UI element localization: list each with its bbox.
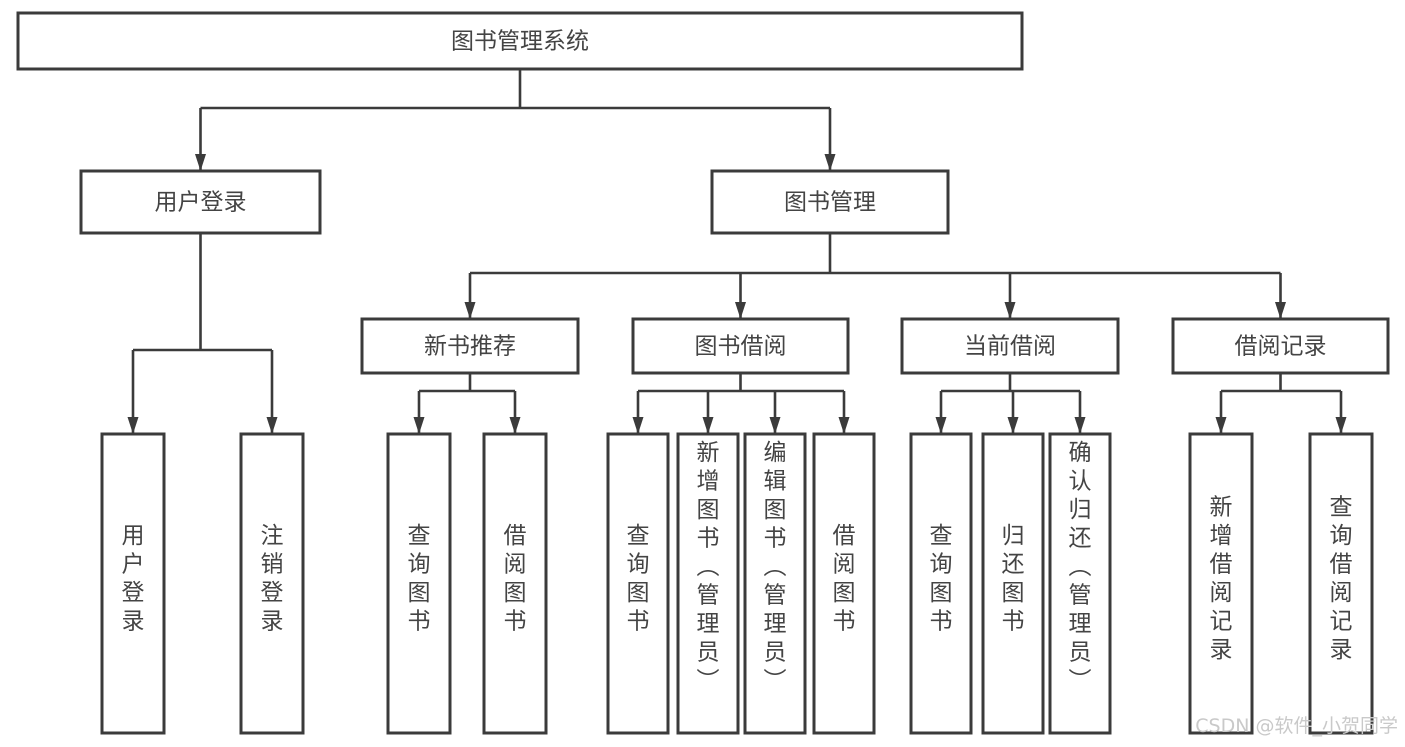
node-box-recommend-query-book	[386, 432, 452, 735]
node-layer: 图书管理系统用户登录用户登录注销登录图书管理新书推荐查询图书借阅图书图书借阅查询…	[16, 11, 1390, 735]
node-label-borrow-edit-book-admin: 编辑图书︵管理员︶	[764, 440, 787, 694]
node-label-current-return-book: 归还图书	[1002, 523, 1025, 635]
node-label-user-logout-action: 注销登录	[261, 523, 284, 635]
node-borrow-record[interactable]: 借阅记录	[1171, 317, 1390, 375]
node-box-book-management	[710, 169, 950, 235]
arrow-icon-user-login-action	[127, 417, 139, 434]
node-borrow-borrow-book[interactable]: 借阅图书	[812, 432, 876, 735]
node-box-user-logout-action	[239, 432, 305, 735]
node-new-book-recommend[interactable]: 新书推荐	[360, 317, 580, 375]
node-current-return-book[interactable]: 归还图书	[981, 432, 1045, 735]
node-box-user-login-action	[100, 432, 166, 735]
arrow-icon-current-query-book	[935, 417, 947, 434]
csdn-watermark: CSDN @软件_小贺同学	[1195, 715, 1398, 737]
arrow-icon-current-return-book	[1007, 417, 1019, 434]
node-book-borrow[interactable]: 图书借阅	[631, 317, 850, 375]
node-label-borrow-borrow-book: 借阅图书	[833, 523, 856, 635]
node-record-add-borrow-record[interactable]: 新增借阅记录	[1188, 432, 1254, 735]
node-box-user-login	[79, 169, 322, 235]
arrow-icon-borrow-record	[1275, 302, 1286, 319]
node-current-borrow[interactable]: 当前借阅	[900, 317, 1120, 375]
arrow-icon-borrow-edit-book-admin	[769, 417, 781, 434]
node-book-management[interactable]: 图书管理	[710, 169, 950, 235]
node-label-borrow-query-book: 查询图书	[627, 523, 650, 635]
node-box-record-query-borrow-record	[1308, 432, 1374, 735]
arrow-icon-user-logout-action	[266, 417, 278, 434]
node-box-book-borrow	[631, 317, 850, 375]
node-box-borrow-query-book	[606, 432, 670, 735]
node-box-borrow-add-book-admin	[676, 432, 740, 735]
node-borrow-edit-book-admin[interactable]: 编辑图书︵管理员︶	[743, 432, 807, 735]
node-label-user-login-action: 用户登录	[122, 523, 145, 635]
node-label-current-borrow: 当前借阅	[964, 334, 1056, 360]
node-label-current-confirm-return-admin: 确认归还︵管理员︶	[1069, 440, 1092, 694]
node-box-record-add-borrow-record	[1188, 432, 1254, 735]
arrow-icon-new-book-recommend	[464, 302, 476, 319]
node-label-recommend-borrow-book: 借阅图书	[504, 523, 527, 635]
arrow-icon-book-borrow	[735, 302, 746, 319]
node-current-query-book[interactable]: 查询图书	[909, 432, 973, 735]
node-box-root	[16, 11, 1024, 71]
node-recommend-query-book[interactable]: 查询图书	[386, 432, 452, 735]
arrow-icon-user-login	[195, 154, 206, 171]
node-label-recommend-query-book: 查询图书	[408, 523, 431, 635]
node-user-logout-action[interactable]: 注销登录	[239, 432, 305, 735]
arrow-icon-borrow-query-book	[632, 417, 644, 434]
arrow-icon-recommend-borrow-book	[509, 417, 521, 434]
node-box-borrow-record	[1171, 317, 1390, 375]
node-box-recommend-borrow-book	[482, 432, 548, 735]
arrow-icon-record-query-borrow-record	[1335, 417, 1347, 434]
node-label-record-query-borrow-record: 查询借阅记录	[1330, 494, 1353, 663]
arrow-icon-book-management	[824, 154, 836, 171]
arrow-icon-record-add-borrow-record	[1215, 417, 1227, 434]
arrow-icon-borrow-add-book-admin	[702, 417, 714, 434]
arrow-icon-current-borrow	[1004, 302, 1016, 319]
arrow-icon-recommend-query-book	[413, 417, 425, 434]
node-label-current-query-book: 查询图书	[930, 523, 953, 635]
arrow-icon-current-confirm-return-admin	[1074, 417, 1086, 434]
node-recommend-borrow-book[interactable]: 借阅图书	[482, 432, 548, 735]
node-root[interactable]: 图书管理系统	[16, 11, 1024, 71]
node-borrow-add-book-admin[interactable]: 新增图书︵管理员︶	[676, 432, 740, 735]
node-borrow-query-book[interactable]: 查询图书	[606, 432, 670, 735]
node-box-current-query-book	[909, 432, 973, 735]
node-box-new-book-recommend	[360, 317, 580, 375]
node-label-user-login: 用户登录	[155, 190, 247, 216]
node-label-book-borrow: 图书借阅	[695, 334, 787, 360]
node-label-record-add-borrow-record: 新增借阅记录	[1210, 494, 1233, 663]
arrow-icon-borrow-borrow-book	[838, 417, 850, 434]
node-box-current-return-book	[981, 432, 1045, 735]
node-label-borrow-record: 借阅记录	[1235, 334, 1327, 360]
node-current-confirm-return-admin[interactable]: 确认归还︵管理员︶	[1048, 432, 1112, 735]
node-record-query-borrow-record[interactable]: 查询借阅记录	[1308, 432, 1374, 735]
node-label-new-book-recommend: 新书推荐	[424, 334, 516, 360]
node-box-current-confirm-return-admin	[1048, 432, 1112, 735]
node-user-login[interactable]: 用户登录	[79, 169, 322, 235]
node-label-book-management: 图书管理	[784, 190, 876, 216]
node-label-root: 图书管理系统	[451, 29, 589, 55]
node-box-borrow-borrow-book	[812, 432, 876, 735]
node-box-borrow-edit-book-admin	[743, 432, 807, 735]
node-user-login-action[interactable]: 用户登录	[100, 432, 166, 735]
connector-layer	[127, 69, 1347, 434]
node-box-current-borrow	[900, 317, 1120, 375]
node-label-borrow-add-book-admin: 新增图书︵管理员︶	[697, 440, 720, 694]
